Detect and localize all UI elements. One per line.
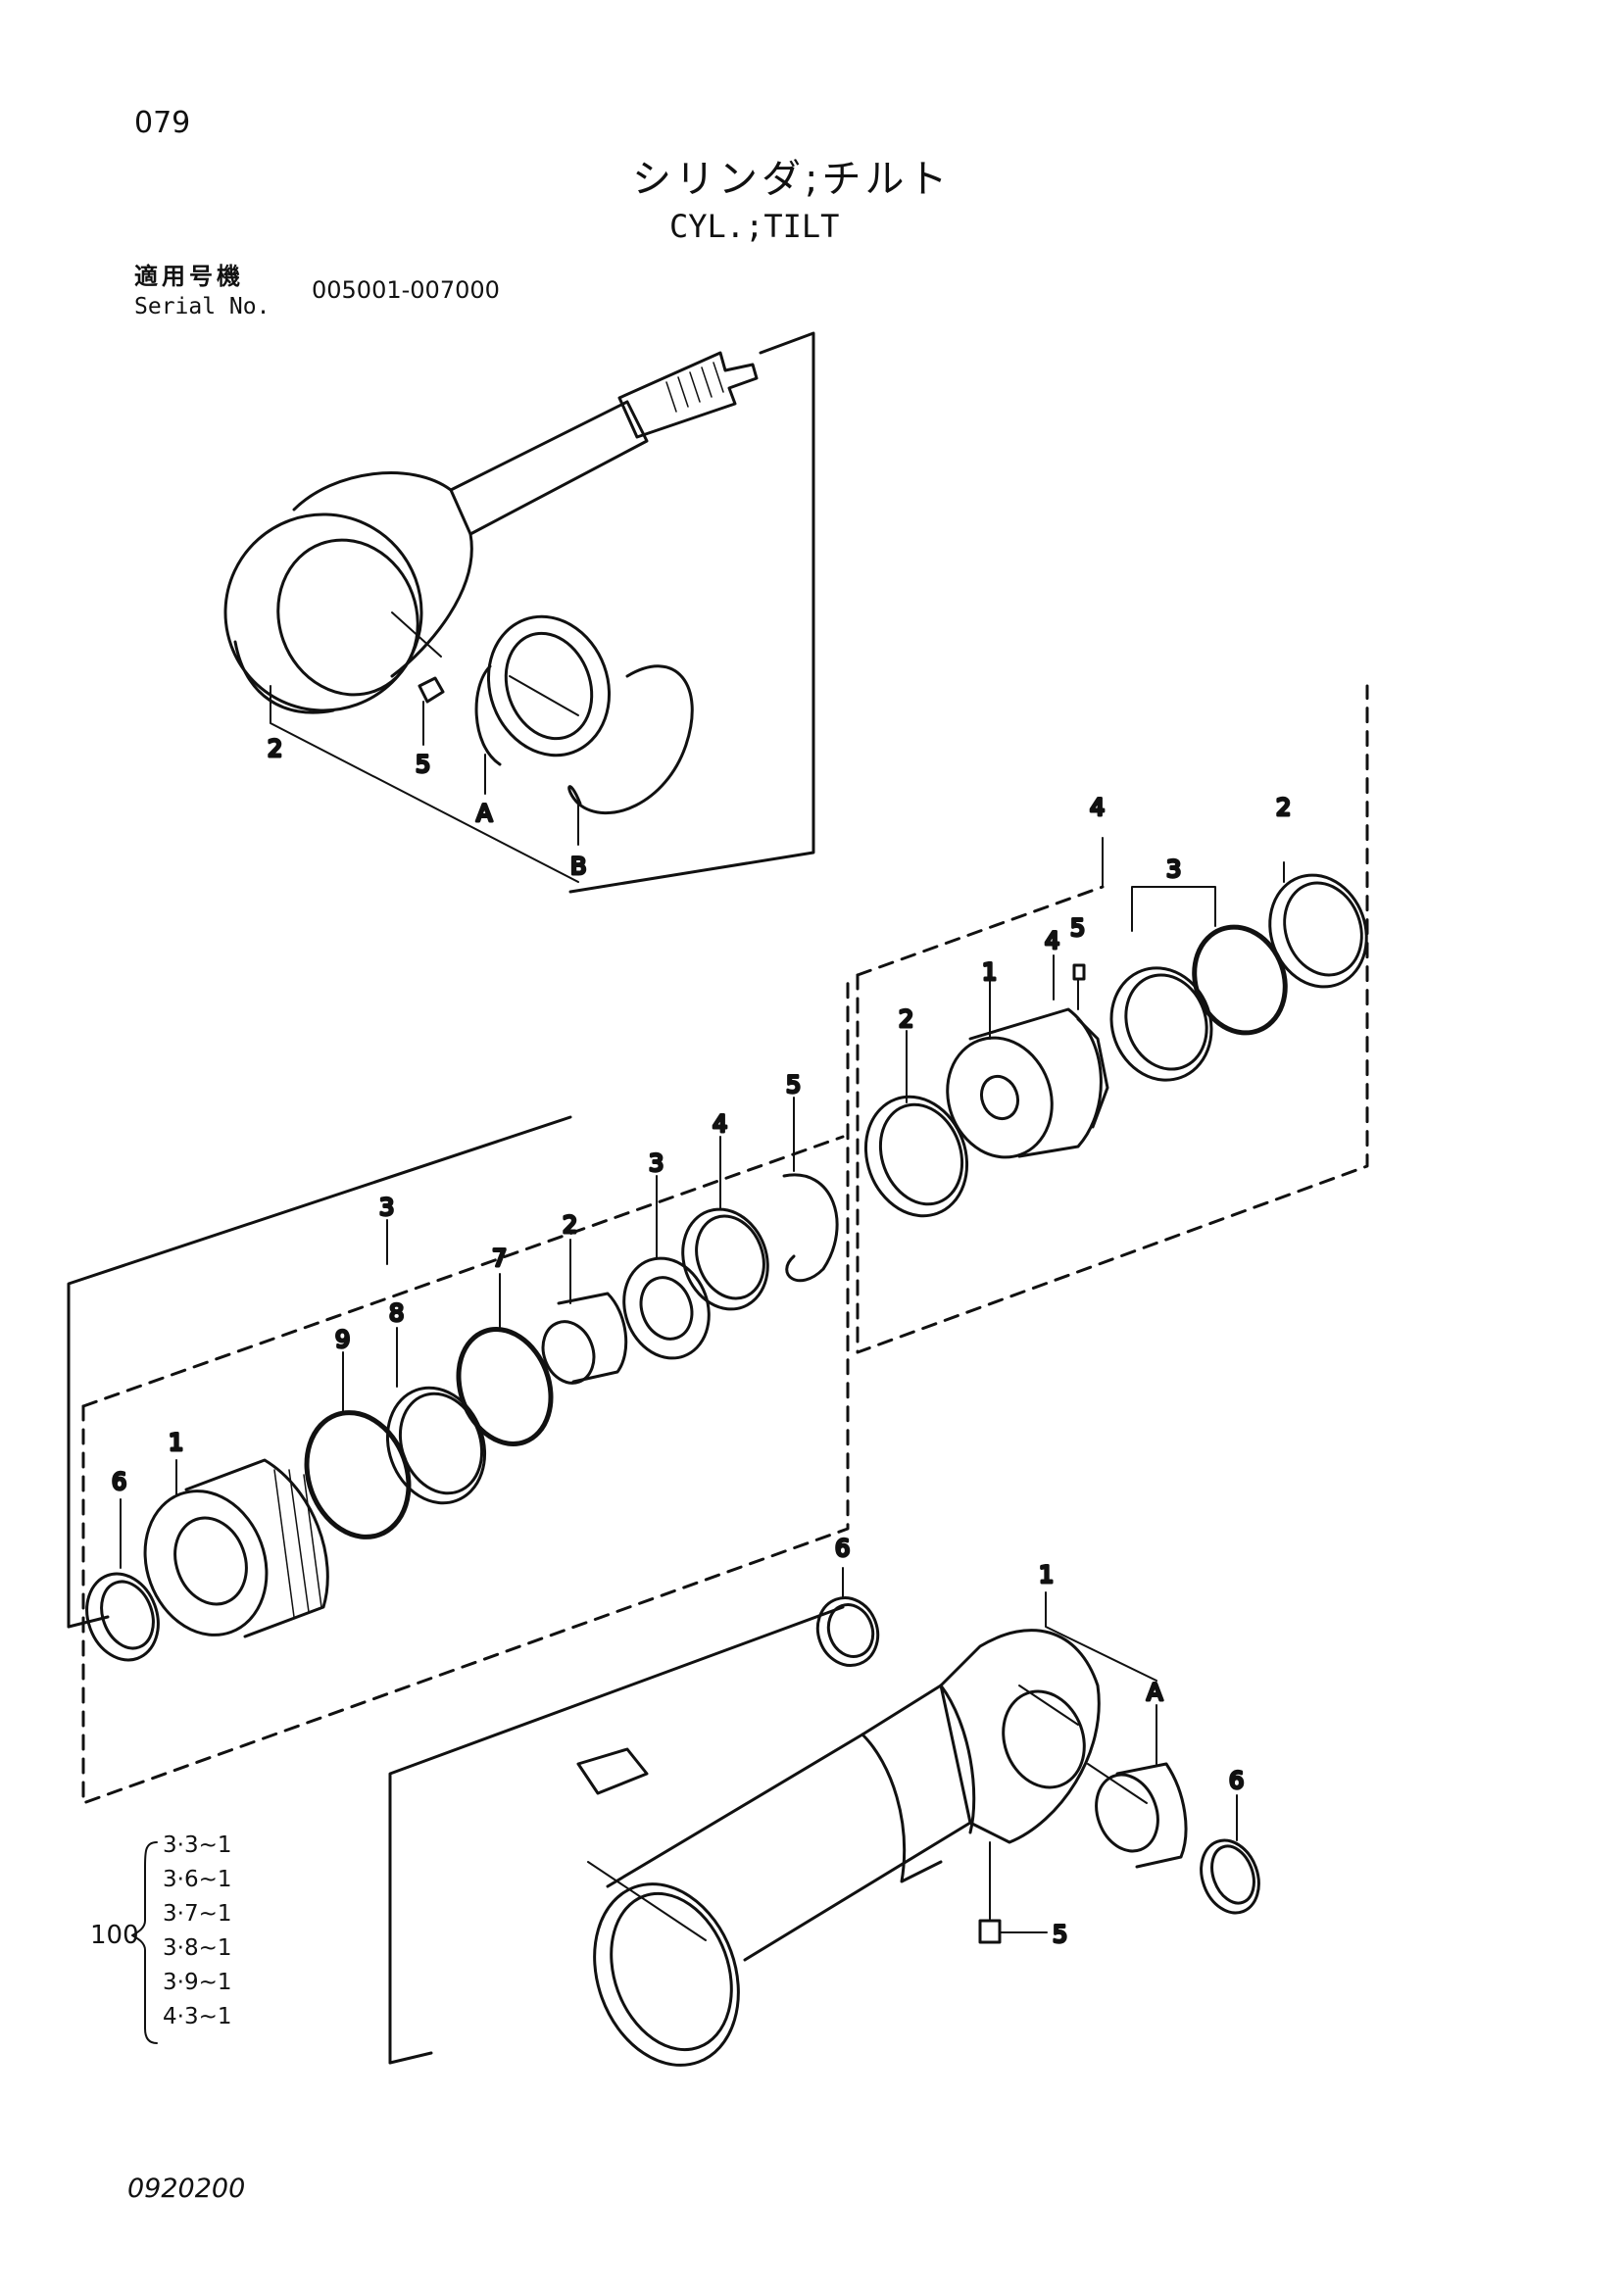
callout-piston: 1: [982, 958, 997, 986]
piston-ring-left: [863, 1095, 969, 1218]
kit-item: 4·3~1: [163, 2004, 232, 2029]
head-body-side: [184, 1458, 329, 1638]
callout-head-group: 3: [379, 1194, 394, 1221]
kit-brace: [131, 1841, 158, 2044]
callout-piston-ring-left: 2: [899, 1005, 913, 1033]
callout-head-ring-6: 6: [112, 1468, 126, 1495]
head-ring-4: [681, 1207, 769, 1311]
callout-rod-grease: 5: [416, 751, 430, 778]
callout-head-ring-9: 9: [335, 1326, 350, 1353]
callout-head-ring-4: 4: [713, 1110, 727, 1138]
rod-eye-bore: [276, 538, 419, 697]
kit-item: 3·7~1: [163, 1901, 232, 1927]
rod-grease-fitting: [418, 676, 445, 704]
rod-bush-outer: [486, 614, 612, 757]
head-dashed-frame: [81, 978, 850, 1805]
callout-tube-bush: A: [1147, 1679, 1163, 1706]
callout-rod-bush: A: [476, 800, 493, 827]
tube-barrel: [606, 1684, 972, 1962]
callout-head-bush: 2: [563, 1211, 577, 1239]
callout-head-ring-3: 3: [649, 1149, 664, 1177]
head-body-face: [143, 1490, 269, 1637]
kit-item: 3·3~1: [163, 1832, 232, 1858]
piston-assembly: [856, 684, 1369, 1354]
callout-rod-eye: 2: [268, 735, 282, 762]
title-english: CYL.;TILT: [669, 208, 840, 245]
serial-label-english: Serial No.: [134, 294, 270, 319]
callout-tube-body: 1: [1039, 1561, 1054, 1588]
serial-range: 005001-007000: [312, 276, 500, 304]
tube-ring-6-left: [815, 1596, 880, 1667]
callout-tube-ring-6-left: 6: [835, 1535, 850, 1562]
drawing-number: 0920200: [127, 2174, 246, 2204]
head-ring-6: [85, 1572, 160, 1662]
callout-head-body: 1: [169, 1429, 183, 1456]
tube-clevis-bore: [1002, 1689, 1086, 1789]
rod-thread: [617, 351, 759, 439]
piston-dashed-frame: [856, 684, 1369, 1354]
callout-head-ring-5: 5: [786, 1071, 801, 1099]
kit-item: 3·9~1: [163, 1970, 232, 1995]
callout-piston-group: 4: [1090, 794, 1105, 821]
tube-port: [576, 1747, 649, 1795]
rod-frame-line: [568, 331, 815, 894]
cylinder-tube-assembly: [388, 1567, 1260, 2067]
rod-shaft: [449, 400, 649, 536]
callout-piston-pin-a: 4: [1045, 927, 1059, 954]
callout-tube-ring-6-right: 6: [1229, 1767, 1244, 1794]
head-snap-ring: [782, 1173, 839, 1283]
head-ring-3: [622, 1256, 711, 1360]
tube-ring-6-right: [1200, 1838, 1260, 1915]
callout-rod-ring: B: [570, 853, 586, 880]
tube-grease-fitting: [978, 1919, 1002, 1944]
kit-item: 3·6~1: [163, 1867, 232, 1892]
rod-snap-ring: [567, 664, 694, 815]
head-ring-7: [456, 1327, 554, 1446]
piston-body-side: [968, 1007, 1103, 1158]
tube-clevis: [939, 1629, 1101, 1844]
callout-tube-grease: 5: [1053, 1921, 1067, 1948]
piston-set-screw: [1072, 963, 1086, 981]
serial-label-japanese: 適用号機: [134, 263, 244, 290]
tube-mouth: [593, 1882, 740, 2067]
kit-quantity: 100: [90, 1921, 139, 1950]
callout-head-ring-7: 7: [492, 1245, 507, 1272]
tube-frame-line: [388, 1605, 845, 2065]
callout-head-ring-8: 8: [389, 1299, 404, 1327]
page-number: 079: [134, 106, 191, 140]
title-japanese: シリンダ;チルト: [632, 157, 952, 202]
callout-piston-pin-b: 5: [1070, 914, 1085, 942]
head-assembly: [67, 978, 850, 1805]
callout-piston-seal-group: 3: [1166, 855, 1181, 883]
piston-body-face: [946, 1036, 1054, 1159]
piston-oring: [1192, 924, 1288, 1036]
rod-eye-outer: [223, 513, 423, 712]
kit-item: 3·8~1: [163, 1935, 232, 1961]
tube-bush: [1095, 1773, 1159, 1853]
piston-seal: [1109, 966, 1213, 1082]
callout-piston-ring-right: 2: [1276, 794, 1291, 821]
piston-ring-right: [1268, 873, 1368, 989]
piston-rod-assembly: [223, 331, 815, 894]
rod-bush-inner: [504, 631, 594, 741]
